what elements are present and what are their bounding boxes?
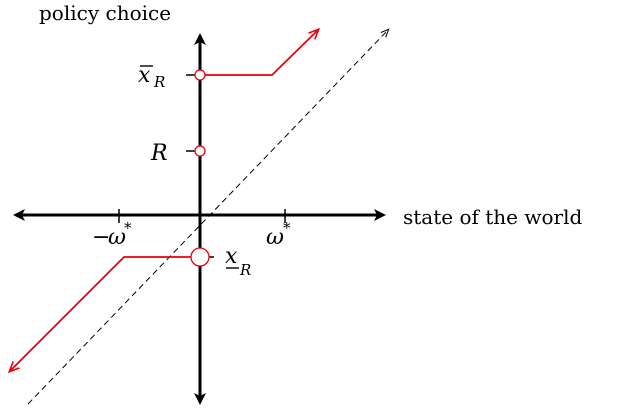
x-axis-label: state of the world xyxy=(403,205,582,229)
policy-line-lower xyxy=(10,256,200,371)
marker-x-under-r xyxy=(190,247,210,267)
marker-r xyxy=(194,145,206,157)
label-x-under-r: x R xyxy=(225,244,251,279)
svg-text:R: R xyxy=(153,73,165,91)
label-x-bar-r: x R xyxy=(138,63,165,91)
label-omega-star: ω * xyxy=(266,219,291,250)
svg-text:ω: ω xyxy=(108,225,126,250)
diagonal-45-line xyxy=(27,30,388,405)
svg-text:−: − xyxy=(92,225,110,250)
svg-text:*: * xyxy=(283,219,291,237)
label-neg-omega-star: − ω * xyxy=(92,219,132,250)
label-r: R xyxy=(150,141,168,166)
svg-text:R: R xyxy=(239,261,251,279)
y-axis-label: policy choice xyxy=(39,1,171,25)
svg-text:ω: ω xyxy=(266,225,284,250)
svg-text:x: x xyxy=(225,244,238,269)
svg-text:x: x xyxy=(138,63,151,88)
marker-x-bar-r xyxy=(194,69,206,81)
policy-line-upper xyxy=(200,30,318,76)
svg-text:*: * xyxy=(124,219,132,237)
